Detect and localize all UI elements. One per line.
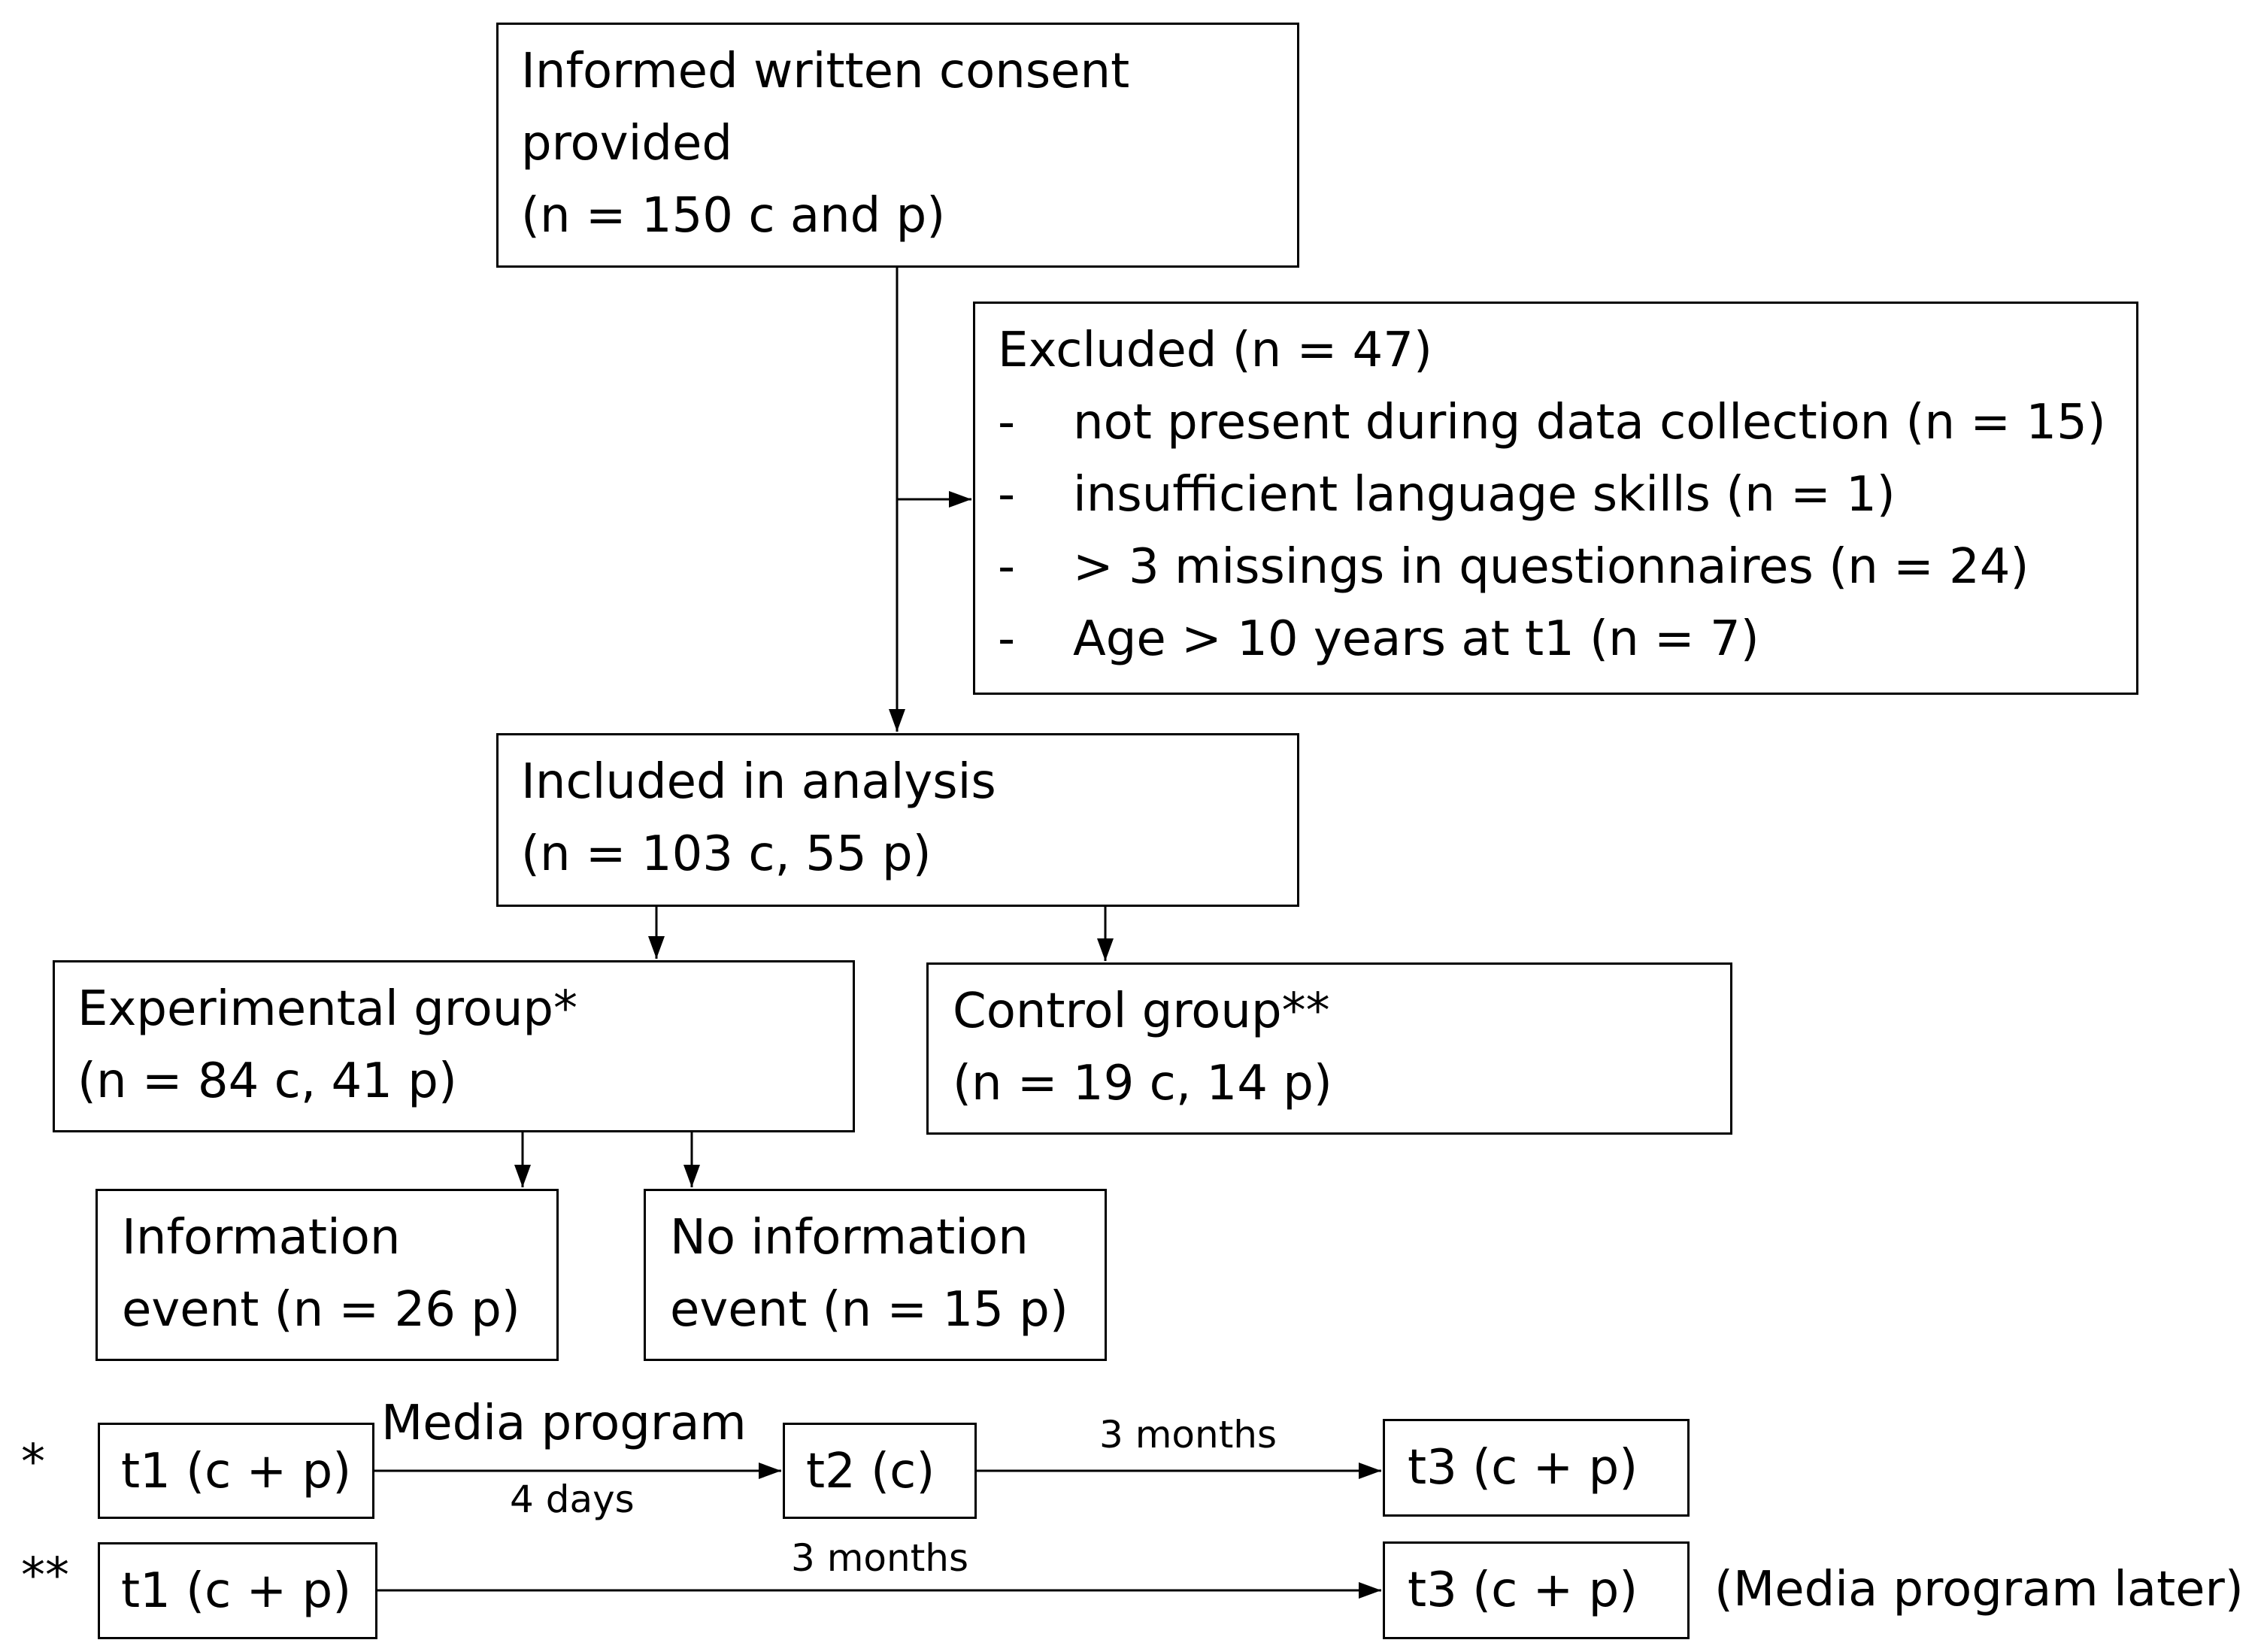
excluded-item-2: insufficient language skills (n = 1) [1073, 467, 1896, 523]
timeline-ctrl-t3-box: t3 (c + p) [1383, 1541, 1690, 1639]
experimental-line-1: Experimental group* [77, 981, 577, 1037]
consent-line-3: (n = 150 c and p) [521, 188, 946, 244]
excluded-item-4: Age > 10 years at t1 (n = 7) [1073, 611, 1759, 667]
excluded-item-3: > 3 missings in questionnaires (n = 24) [1073, 539, 2029, 595]
timeline-exp-t1: t1 (c + p) [121, 1444, 352, 1499]
no-information-line-1: No information [670, 1210, 1029, 1266]
excluded-item-1: not present during data collection (n = … [1073, 395, 2106, 450]
included-line-2: (n = 103 c, 55 p) [521, 826, 932, 882]
excluded-bullet-2: - [998, 467, 1016, 523]
information-line-1: Information [122, 1210, 401, 1266]
included-box: Included in analysis (n = 103 c, 55 p) [496, 733, 1299, 907]
timeline-exp-t2: t2 (c) [806, 1444, 935, 1499]
excluded-box: Excluded (n = 47) - not present during d… [973, 302, 2138, 695]
excluded-bullet-3: - [998, 539, 1016, 595]
timeline-ctrl-months-label: 3 months [791, 1536, 969, 1580]
timeline-exp-t2-box: t2 (c) [783, 1423, 977, 1519]
timeline-exp-t3-box: t3 (c + p) [1383, 1419, 1690, 1517]
control-group-box: Control group** (n = 19 c, 14 p) [926, 962, 1732, 1135]
excluded-title: Excluded (n = 47) [998, 323, 1432, 378]
no-information-event-box: No information event (n = 15 p) [644, 1189, 1107, 1361]
experimental-line-2: (n = 84 c, 41 p) [77, 1053, 457, 1109]
timeline-exp-t1-box: t1 (c + p) [98, 1423, 374, 1519]
timeline-ctrl-t1: t1 (c + p) [121, 1563, 352, 1619]
timeline-exp-program-label: Media program [381, 1396, 747, 1451]
control-line-1: Control group** [953, 984, 1330, 1039]
timeline-exp-months-label: 3 months [1099, 1413, 1277, 1456]
timeline-exp-days-label: 4 days [510, 1478, 635, 1521]
timeline-ctrl-note: (Media program later) [1714, 1562, 2244, 1617]
information-line-2: event (n = 26 p) [122, 1282, 520, 1338]
experimental-group-box: Experimental group* (n = 84 c, 41 p) [53, 960, 855, 1132]
timeline-ctrl-t1-box: t1 (c + p) [98, 1542, 377, 1639]
consent-line-1: Informed written consent [521, 44, 1130, 99]
timeline-exp-t3: t3 (c + p) [1408, 1440, 1638, 1496]
control-line-2: (n = 19 c, 14 p) [953, 1056, 1332, 1111]
consent-box: Informed written consent provided (n = 1… [496, 23, 1299, 268]
timeline-exp-marker: * [21, 1435, 45, 1490]
no-information-line-2: event (n = 15 p) [670, 1282, 1068, 1338]
consent-line-2: provided [521, 116, 732, 171]
excluded-bullet-1: - [998, 395, 1016, 450]
information-event-box: Information event (n = 26 p) [95, 1189, 559, 1361]
excluded-bullet-4: - [998, 611, 1016, 667]
timeline-ctrl-t3: t3 (c + p) [1408, 1563, 1638, 1618]
included-line-1: Included in analysis [521, 754, 996, 810]
timeline-ctrl-marker: ** [21, 1548, 69, 1604]
